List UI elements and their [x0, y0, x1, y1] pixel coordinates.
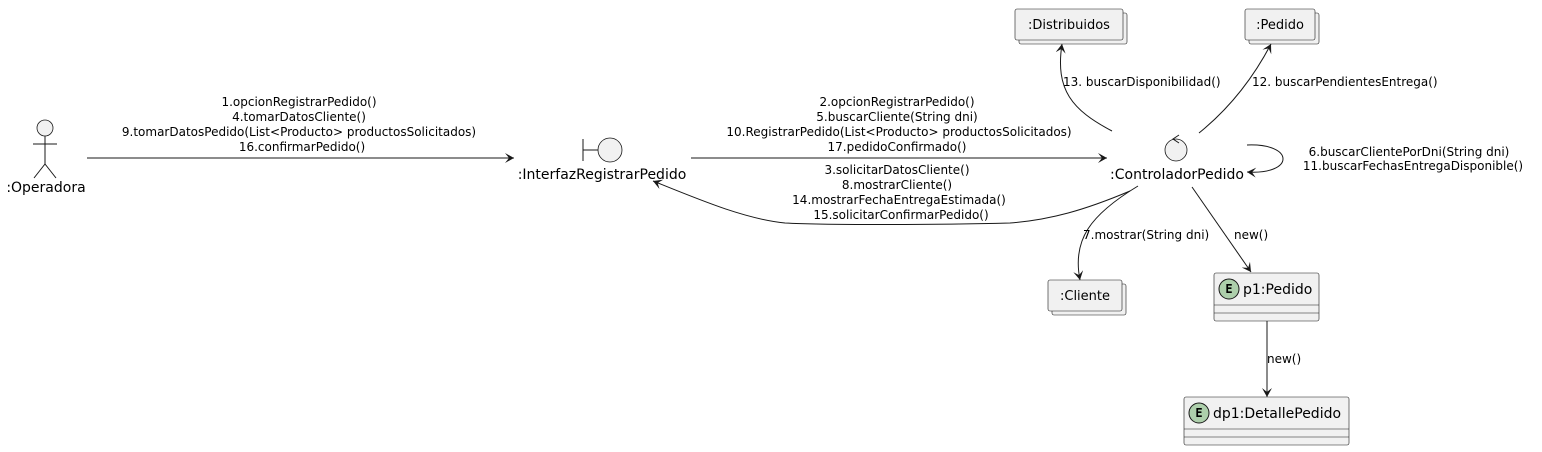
connector-controlador-interfaz[interactable] — [652, 179, 1131, 225]
actor-operadora-label: :Operadora — [6, 180, 85, 196]
messages-operadora-interfaz: 1.opcionRegistrarPedido() 4.tomarDatosCl… — [122, 95, 476, 154]
svg-text:6.buscarClientePorDni(String d: 6.buscarClientePorDni(String dni) — [1309, 145, 1510, 159]
svg-text:1.opcionRegistrarPedido(): 1.opcionRegistrarPedido() — [221, 95, 376, 109]
entity-icon — [1188, 402, 1210, 424]
message-to-distribuidos: 13. buscarDisponibilidad() — [1063, 75, 1221, 89]
svg-text:15.solicitarConfirmarPedido(): 15.solicitarConfirmarPedido() — [813, 208, 988, 222]
collection-pedido-label: :Pedido — [1256, 18, 1304, 33]
svg-text:E: E — [1195, 406, 1202, 420]
connector-controlador-distribuidos[interactable] — [1055, 43, 1113, 132]
boundary-interfaz[interactable]: :InterfazRegistrarPedido — [518, 137, 687, 183]
collection-cliente-label: :Cliente — [1060, 289, 1110, 304]
svg-text:2.opcionRegistrarPedido(): 2.opcionRegistrarPedido() — [819, 95, 974, 109]
svg-text:16.confirmarPedido(): 16.confirmarPedido() — [239, 140, 365, 154]
entity-p1-pedido[interactable]: E p1:Pedido — [1213, 272, 1320, 322]
entity-dp1-label: dp1:DetallePedido — [1213, 406, 1341, 422]
boundary-interfaz-label: :InterfazRegistrarPedido — [518, 167, 687, 183]
messages-interfaz-controlador: 2.opcionRegistrarPedido() 5.buscarClient… — [726, 95, 1071, 154]
svg-text:4.tomarDatosCliente(): 4.tomarDatosCliente() — [232, 110, 366, 124]
collection-pedido[interactable]: :Pedido — [1244, 8, 1320, 45]
svg-text:10.RegistrarPedido(List<Produc: 10.RegistrarPedido(List<Producto> produc… — [726, 125, 1071, 139]
messages-controlador-self: 6.buscarClientePorDni(String dni) 11.bus… — [1303, 145, 1523, 173]
svg-text:17.pedidoConfirmado(): 17.pedidoConfirmado() — [828, 140, 967, 154]
messages-controlador-interfaz: 3.solicitarDatosCliente() 8.mostrarClien… — [792, 163, 1006, 222]
control-icon — [1164, 138, 1188, 162]
collection-distribuidos-label: :Distribuidos — [1028, 18, 1110, 33]
svg-text:E: E — [1225, 282, 1232, 296]
svg-text:14.mostrarFechaEntregaEstimada: 14.mostrarFechaEntregaEstimada() — [792, 193, 1006, 207]
connector-controlador-cliente[interactable] — [1073, 185, 1139, 281]
actor-operadora[interactable]: :Operadora — [6, 119, 86, 196]
connector-controlador-self[interactable] — [1246, 144, 1284, 178]
message-p1-to-dp1: new() — [1267, 352, 1301, 366]
message-to-pedido: 12. buscarPendientesEntrega() — [1252, 75, 1438, 89]
control-controlador[interactable]: :ControladorPedido — [1110, 134, 1244, 183]
connector-controlador-p1[interactable] — [1191, 186, 1252, 273]
message-to-cliente: 7.mostrar(String dni) — [1083, 228, 1209, 242]
message-to-p1: new() — [1234, 228, 1268, 242]
entity-p1-label: p1:Pedido — [1243, 282, 1312, 298]
svg-text:9.tomarDatosPedido(List<Produc: 9.tomarDatosPedido(List<Producto> produc… — [122, 125, 476, 139]
actor-head-icon — [36, 119, 54, 137]
svg-text:5.buscarCliente(String dni): 5.buscarCliente(String dni) — [816, 110, 977, 124]
svg-text:3.solicitarDatosCliente(): 3.solicitarDatosCliente() — [824, 163, 969, 177]
svg-text:11.buscarFechasEntregaDisponib: 11.buscarFechasEntregaDisponible() — [1303, 159, 1523, 173]
svg-text:8.mostrarCliente(): 8.mostrarCliente() — [842, 178, 952, 192]
entity-dp1-detallepedido[interactable]: E dp1:DetallePedido — [1183, 396, 1350, 446]
entity-icon — [1218, 278, 1240, 300]
collection-cliente[interactable]: :Cliente — [1047, 279, 1127, 316]
control-controlador-label: :ControladorPedido — [1110, 167, 1244, 183]
collection-distribuidos[interactable]: :Distribuidos — [1014, 8, 1128, 45]
connector-controlador-pedido[interactable] — [1198, 43, 1272, 134]
